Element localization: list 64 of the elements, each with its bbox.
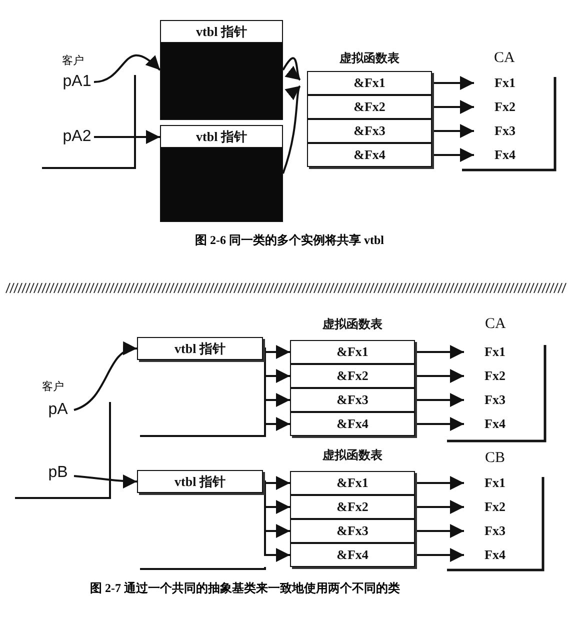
table-heading: CA — [494, 50, 515, 67]
table-row: &Fx1 — [307, 71, 432, 95]
pointer-label: pA2 — [60, 127, 94, 147]
box-label: vtbl 指针 — [161, 126, 282, 148]
arrow — [415, 548, 464, 562]
table-row: &Fx1 — [290, 340, 415, 364]
function-name: Fx2 — [470, 495, 520, 519]
function-name: Fx4 — [470, 543, 520, 567]
table-row: &Fx2 — [307, 95, 432, 119]
arrow — [415, 345, 464, 359]
function-name: Fx2 — [480, 95, 530, 119]
arrow — [263, 476, 290, 490]
table-heading: 虚拟函数表 — [338, 50, 400, 67]
function-name: Fx3 — [470, 519, 520, 543]
arrow — [282, 57, 301, 81]
function-name: Fx1 — [470, 340, 520, 364]
pointer-label: pA — [42, 400, 74, 420]
arrow — [415, 393, 464, 407]
function-name: Fx2 — [470, 364, 520, 388]
function-name: Fx3 — [470, 388, 520, 412]
pointer-label: pB — [42, 463, 74, 483]
client-label: 客户 — [42, 380, 64, 394]
client-label: 客户 — [62, 54, 84, 68]
arrow — [74, 474, 138, 488]
arrow — [432, 100, 474, 114]
table-heading: CB — [485, 450, 506, 467]
table-row: &Fx2 — [290, 495, 415, 519]
function-name: Fx4 — [480, 143, 530, 167]
function-name: Fx4 — [470, 412, 520, 436]
table-heading: 虚拟函数表 — [322, 447, 384, 464]
figure-caption: 图 2-7 通过一个共同的抽象基类来一致地使用两个不同的类 — [90, 580, 400, 597]
arrow — [94, 54, 161, 83]
table-row: &Fx4 — [290, 412, 415, 436]
arrow — [415, 369, 464, 383]
object-box — [160, 125, 283, 222]
pointer-label: pA1 — [60, 72, 94, 92]
function-name: Fx1 — [480, 71, 530, 95]
arrow — [432, 124, 474, 138]
arrow — [415, 500, 464, 514]
pointer-box: vtbl 指针 — [137, 337, 263, 360]
pointer-box: vtbl 指针 — [137, 470, 263, 493]
arrow — [415, 476, 464, 490]
arrow — [415, 524, 464, 538]
arrow — [432, 148, 474, 162]
table-row: &Fx4 — [307, 143, 432, 167]
table-row: &Fx3 — [290, 519, 415, 543]
figure-caption: 图 2-6 同一类的多个实例将共享 vtbl — [195, 232, 384, 249]
table-row: &Fx1 — [290, 471, 415, 495]
table-row: &Fx4 — [290, 543, 415, 567]
object-box — [160, 20, 283, 120]
table-row: &Fx3 — [290, 388, 415, 412]
table-row: &Fx3 — [307, 119, 432, 143]
arrow — [282, 85, 301, 174]
table-heading: 虚拟函数表 — [322, 316, 384, 333]
arrow — [432, 76, 474, 90]
arrow — [94, 130, 160, 144]
table-heading: CA — [485, 316, 506, 333]
table-row: &Fx2 — [290, 364, 415, 388]
arrow — [74, 343, 138, 411]
arrow — [263, 345, 290, 359]
box-label: vtbl 指针 — [161, 21, 282, 43]
function-name: Fx1 — [470, 471, 520, 495]
arrow — [415, 417, 464, 431]
function-name: Fx3 — [480, 119, 530, 143]
